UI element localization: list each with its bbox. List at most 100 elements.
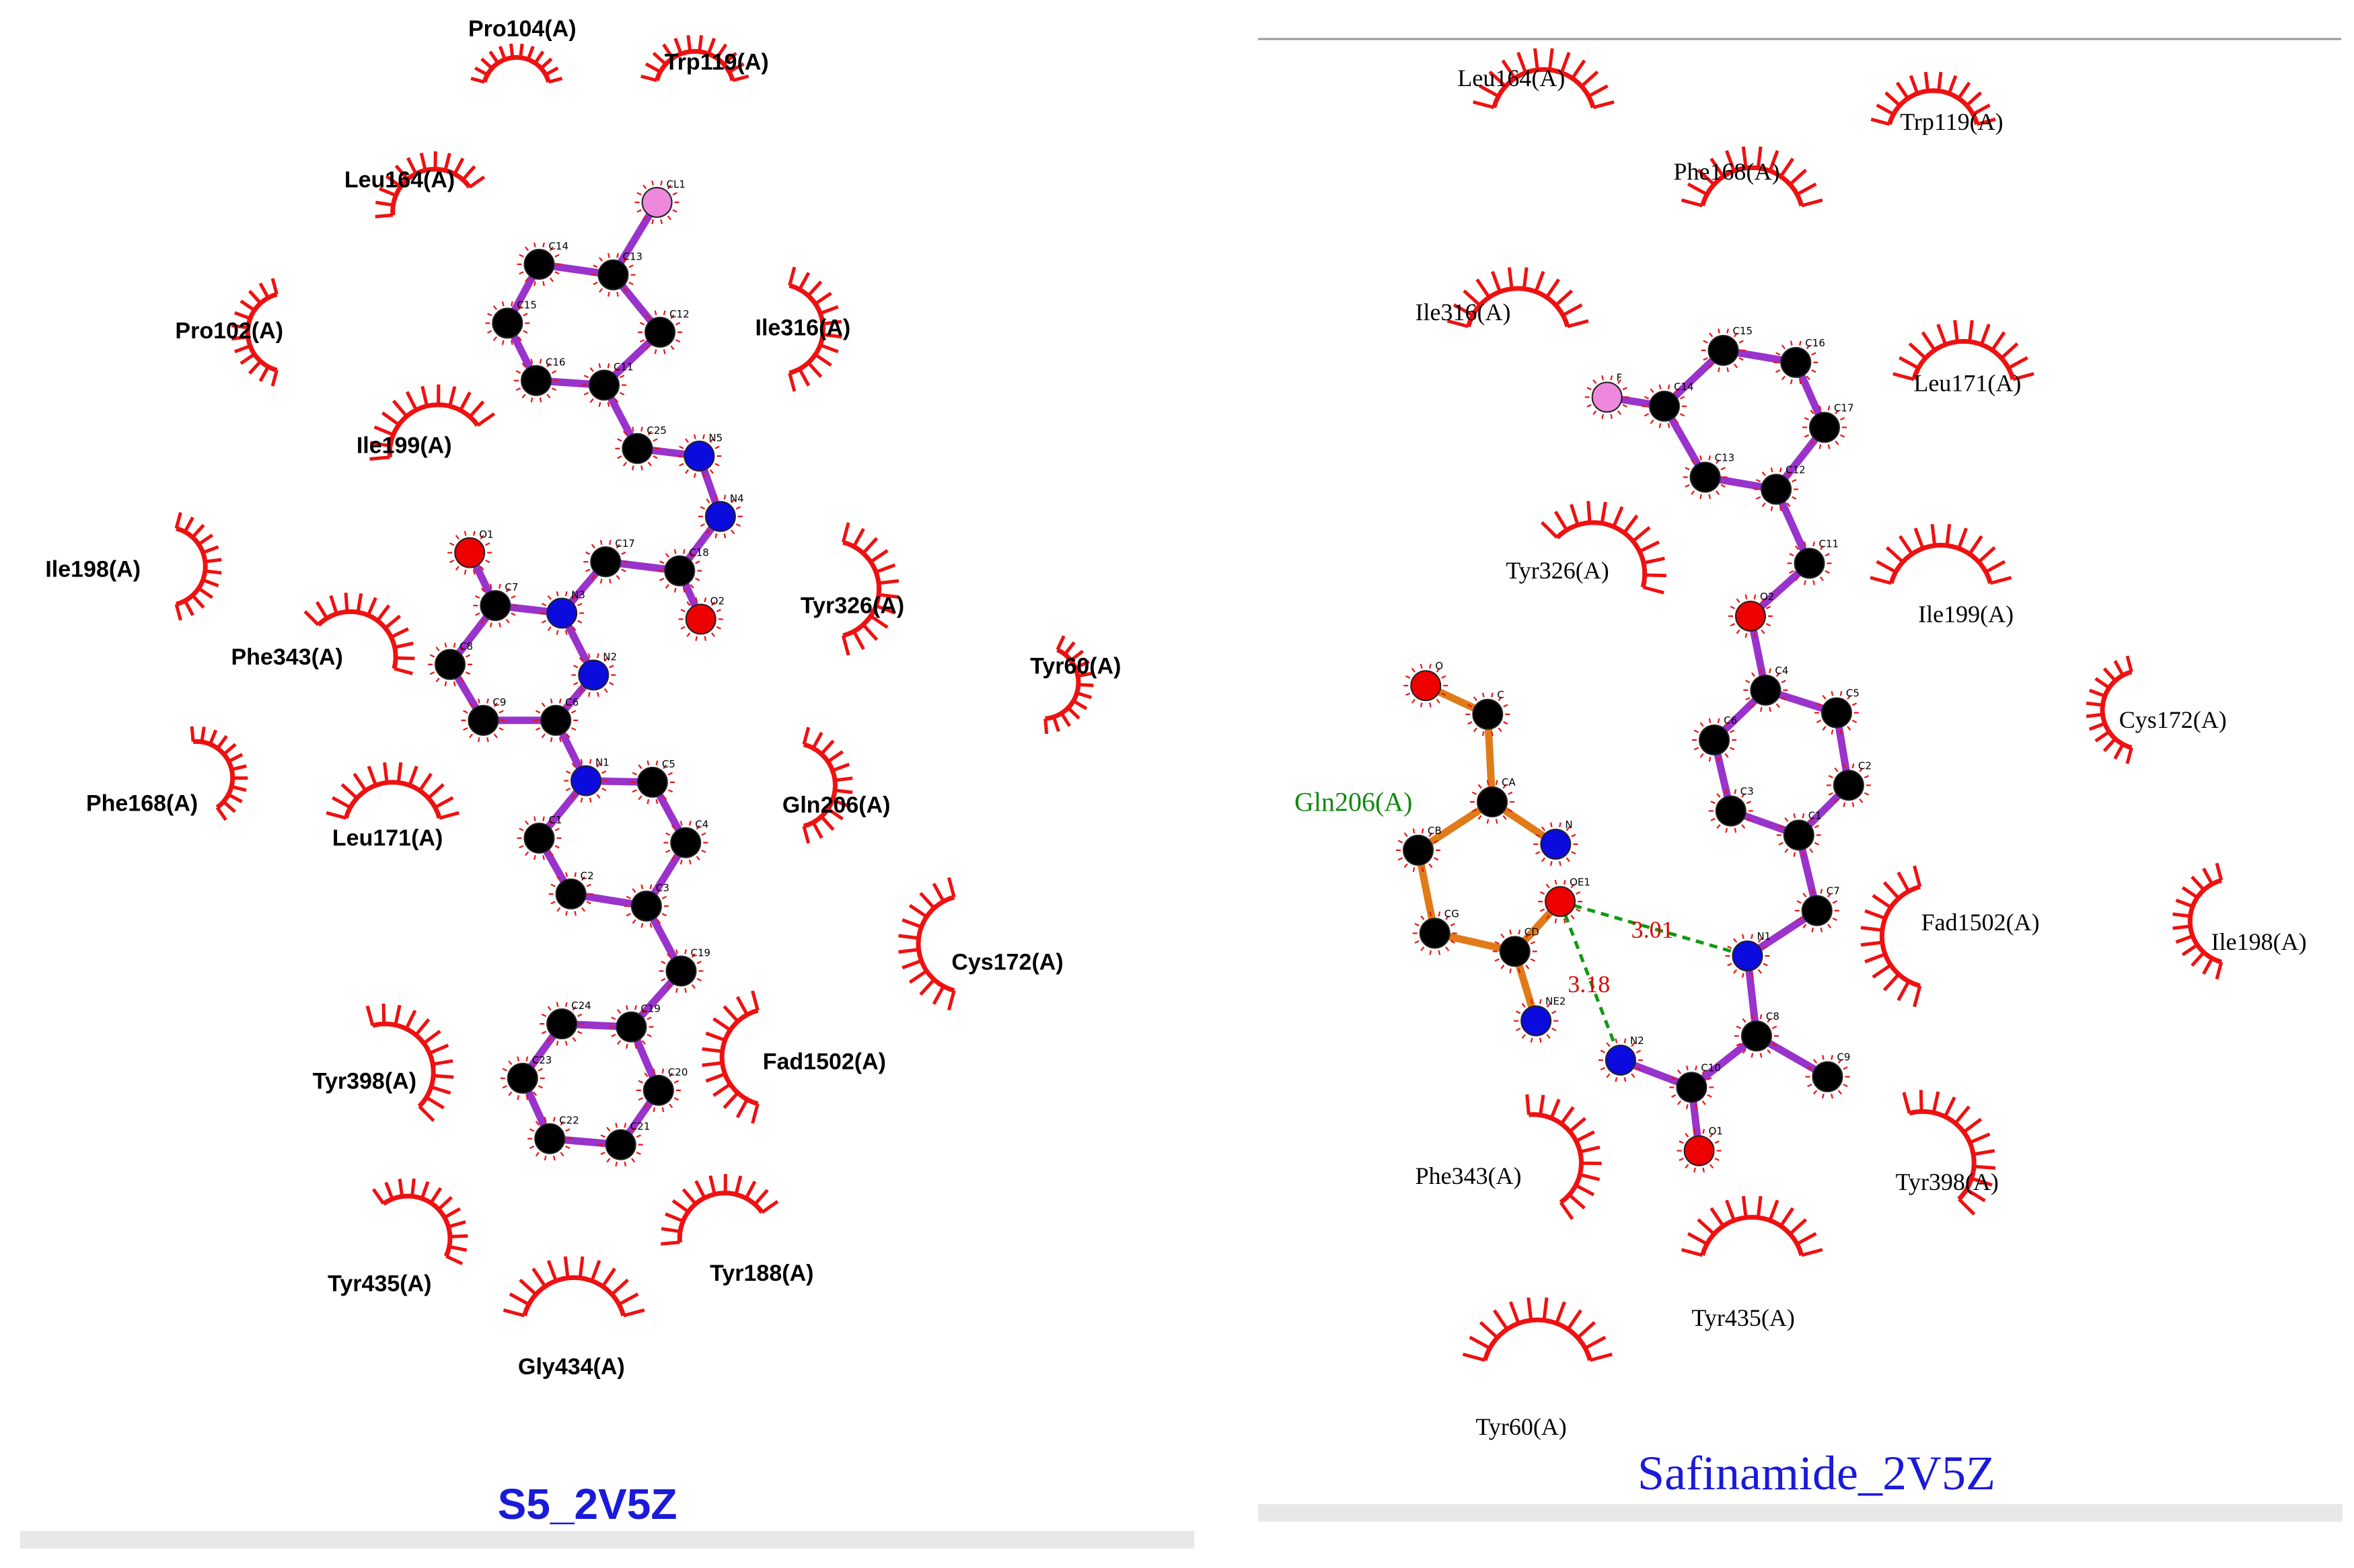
atom-label: O1	[479, 529, 493, 541]
atom-c9	[1805, 1055, 1850, 1099]
residue-label: Gln206(A)	[782, 792, 891, 818]
atom-label: N4	[730, 492, 744, 505]
atom-label: N5	[708, 432, 723, 444]
atom-label: N3	[571, 589, 585, 601]
atom-label: C11	[1819, 537, 1839, 550]
residue-arc	[802, 726, 853, 844]
atom-c18	[657, 549, 702, 593]
residue-label: Ile316(A)	[1415, 299, 1511, 326]
atom-o1	[1677, 1129, 1722, 1173]
atom-label: CA	[1502, 776, 1516, 788]
atom-label: C19	[690, 947, 710, 959]
residue-arc	[371, 1178, 468, 1265]
atom-label: C17	[615, 537, 635, 550]
atom-label: CD	[1524, 926, 1539, 938]
atom-label: C11	[614, 361, 634, 373]
residue-label: Tyr326(A)	[1506, 557, 1609, 584]
atom-c2	[548, 872, 593, 916]
atom-c7	[473, 583, 518, 628]
atom-label: C8	[459, 640, 473, 652]
atom-c19	[659, 949, 704, 993]
atom-label: C7	[1827, 885, 1840, 897]
atom-c13	[1683, 455, 1728, 499]
atom-c3	[624, 884, 669, 928]
atom-n1	[1725, 934, 1770, 978]
atom-label: O1	[1709, 1125, 1723, 1137]
atom-label: NE2	[1545, 996, 1566, 1008]
bonds	[1414, 346, 1853, 1155]
panel-s5-2v5z: Pro104(A)Trp119(A)Leu164(A)Pro102(A)Ile3…	[20, 16, 1194, 1548]
atom-o	[1403, 663, 1448, 708]
atom-ca	[1470, 780, 1515, 824]
atom-ne2	[1514, 999, 1559, 1043]
residue-label: Ile198(A)	[2211, 928, 2307, 955]
residue-label: Ile199(A)	[357, 433, 452, 459]
residue-label: Tyr435(A)	[328, 1271, 431, 1296]
residue-label: Tyr326(A)	[801, 593, 904, 618]
atom-cb	[1396, 828, 1441, 872]
residue-arc	[2086, 655, 2133, 764]
hbond-residue-label: Gln206(A)	[1294, 787, 1413, 817]
atom-label: C16	[1805, 337, 1825, 349]
residue-arc	[1902, 1090, 1996, 1216]
atom-label: C2	[581, 870, 594, 882]
atom-label: C	[1497, 689, 1504, 701]
residue-label: Pro102(A)	[175, 318, 283, 344]
atom-label: C19	[640, 1003, 661, 1015]
residue-arc	[1870, 523, 2012, 585]
residue-arc	[326, 762, 459, 820]
atom-label: OE1	[1570, 876, 1590, 888]
residue-arc	[1525, 1094, 1602, 1220]
residue-label: Gly434(A)	[518, 1354, 625, 1380]
atom-c5	[630, 760, 675, 805]
atom-n	[1533, 822, 1578, 866]
residue-label: Leu164(A)	[1457, 65, 1565, 91]
atom-c8	[428, 642, 473, 687]
residue-arc	[702, 990, 760, 1124]
atom-label: C3	[656, 882, 669, 894]
residue-label: Leu164(A)	[344, 167, 455, 192]
atom-label: C21	[630, 1121, 651, 1133]
residue-label: Tyr435(A)	[1691, 1304, 1794, 1331]
atom-label: C22	[559, 1115, 579, 1127]
residue-label: Tyr398(A)	[1895, 1168, 1998, 1195]
atom-label: C10	[1701, 1061, 1721, 1074]
atom-label: C1	[1808, 809, 1822, 821]
atom-label: C2	[1858, 759, 1872, 772]
atom-label: C12	[669, 308, 690, 320]
residue-label: Phe343(A)	[1415, 1162, 1522, 1189]
atom-label: C14	[548, 240, 568, 252]
atom-c14	[1642, 384, 1687, 428]
atom-o2	[1728, 594, 1773, 638]
atom-c16	[513, 359, 558, 403]
atom-label: C4	[695, 819, 708, 831]
residue-arc	[1892, 320, 2034, 381]
atom-c15	[1701, 328, 1746, 373]
residue-arc	[640, 35, 749, 83]
residue-arc	[1681, 1195, 1823, 1257]
residue-arc	[369, 384, 496, 461]
atom-label: C4	[1775, 665, 1788, 677]
atom-label: C5	[662, 758, 675, 770]
atom-label: N1	[595, 757, 610, 769]
residue-label: Pro104(A)	[468, 16, 577, 42]
residue-label: Ile199(A)	[1918, 601, 2014, 628]
atom-c23	[500, 1056, 545, 1100]
residue-arc	[898, 876, 956, 1011]
atom-c24	[540, 1002, 585, 1046]
residue-arc	[1681, 146, 1823, 208]
atom-label: N1	[1757, 930, 1771, 942]
residue-label: Cys172(A)	[951, 949, 1063, 975]
residue-arc	[841, 522, 899, 656]
residue-arc	[1462, 1297, 1613, 1362]
atom-c11	[582, 363, 626, 407]
atom-c2	[1826, 763, 1871, 807]
atom-label: C15	[1733, 325, 1753, 337]
atom-cl1	[634, 180, 679, 225]
hbond-distance: 3.01	[1631, 916, 1674, 943]
atom-label: N2	[1630, 1035, 1644, 1047]
atom-label: N	[1565, 819, 1572, 831]
residue-label: Trp119(A)	[1900, 108, 2003, 135]
atom-label: CG	[1444, 907, 1459, 920]
atom-label: C5	[1846, 687, 1860, 700]
